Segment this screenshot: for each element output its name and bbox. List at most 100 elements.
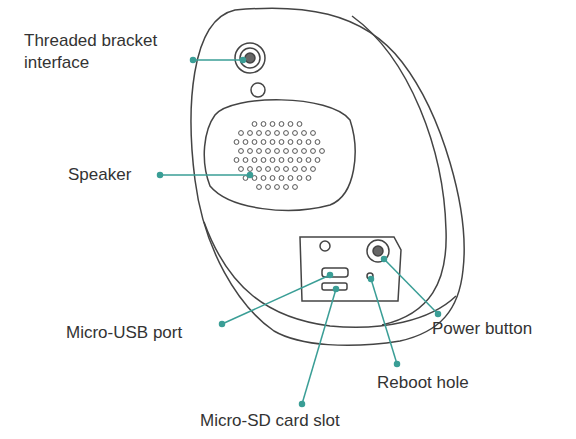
threaded-hole [235, 43, 265, 73]
grille-hole [239, 149, 244, 154]
leader-dot [248, 173, 253, 178]
body-outline [191, 8, 464, 345]
leader-lines [158, 58, 441, 407]
grille-hole [243, 140, 248, 145]
grille-hole [266, 185, 271, 190]
grille-hole [279, 158, 284, 163]
grille-hole [293, 167, 298, 172]
grille-hole [315, 140, 320, 145]
grille-hole [306, 140, 311, 145]
part-label: Threaded bracket interface [24, 30, 174, 74]
grille-hole [275, 185, 280, 190]
part-label: Speaker [68, 164, 158, 186]
grille-hole [302, 149, 307, 154]
grille-hole [261, 122, 266, 127]
grille-hole [257, 185, 262, 190]
grille-hole [234, 158, 239, 163]
grille-hole [252, 158, 257, 163]
leader-dot [241, 58, 246, 63]
leader-line [193, 59, 243, 61]
grille-hole [293, 185, 298, 190]
grille-hole [257, 167, 262, 172]
camera-body [191, 8, 464, 345]
grille-hole [257, 149, 262, 154]
grille-hole [270, 176, 275, 181]
grille-hole [297, 140, 302, 145]
leader-line [384, 259, 438, 314]
grille-hole [270, 122, 275, 127]
leader-dot [328, 273, 333, 278]
grille-hole [252, 122, 257, 127]
grille-hole [284, 167, 289, 172]
part-label: Reboot hole [377, 372, 517, 394]
leader-line [160, 174, 250, 176]
grille-hole [311, 167, 316, 172]
grille-hole [275, 131, 280, 136]
grille-hole [239, 167, 244, 172]
leader-dot [300, 402, 305, 407]
panel-screw [320, 241, 330, 251]
grille-hole [243, 158, 248, 163]
speaker-grille [234, 122, 324, 190]
leader-dot [369, 277, 374, 282]
grille-hole [279, 122, 284, 127]
speaker-panel [204, 100, 355, 210]
grille-hole [270, 140, 275, 145]
grille-hole [288, 122, 293, 127]
grille-hole [297, 158, 302, 163]
grille-hole [311, 131, 316, 136]
grille-hole [288, 176, 293, 181]
grille-hole [293, 131, 298, 136]
grille-hole [261, 140, 266, 145]
part-label: Micro-SD card slot [200, 410, 400, 432]
leader-line [371, 279, 397, 364]
grille-hole [293, 149, 298, 154]
grille-hole [320, 149, 325, 154]
small-hole [251, 83, 265, 97]
leader-line [222, 275, 330, 324]
leader-dot [436, 312, 441, 317]
leader-dot [158, 173, 163, 178]
leader-dot [220, 322, 225, 327]
grille-hole [266, 167, 271, 172]
grille-hole [315, 158, 320, 163]
threaded-hole [240, 48, 260, 68]
grille-hole [306, 176, 311, 181]
leader-dot [395, 362, 400, 367]
leader-dot [191, 58, 196, 63]
port-panel [300, 237, 401, 301]
grille-hole [270, 158, 275, 163]
grille-hole [284, 149, 289, 154]
grille-hole [311, 149, 316, 154]
threaded-hole [245, 53, 255, 63]
grille-hole [302, 167, 307, 172]
grille-hole [261, 158, 266, 163]
grille-hole [261, 176, 266, 181]
grille-hole [266, 131, 271, 136]
grille-hole [248, 149, 253, 154]
grille-hole [288, 140, 293, 145]
grille-hole [234, 140, 239, 145]
grille-hole [284, 131, 289, 136]
grille-hole [279, 140, 284, 145]
leader-dot [334, 287, 339, 292]
power-button [373, 246, 383, 256]
grille-hole [266, 149, 271, 154]
grille-hole [306, 158, 311, 163]
usb-port [322, 268, 348, 277]
part-label: Power button [432, 318, 572, 340]
grille-hole [302, 131, 307, 136]
grille-hole [284, 185, 289, 190]
grille-hole [257, 131, 262, 136]
grille-hole [248, 131, 253, 136]
power-button [367, 240, 389, 262]
grille-hole [279, 176, 284, 181]
grille-hole [252, 140, 257, 145]
grille-hole [297, 122, 302, 127]
grille-hole [275, 149, 280, 154]
part-label: Micro-USB port [66, 322, 236, 344]
grille-hole [275, 167, 280, 172]
grille-hole [297, 176, 302, 181]
leader-dot [382, 257, 387, 262]
